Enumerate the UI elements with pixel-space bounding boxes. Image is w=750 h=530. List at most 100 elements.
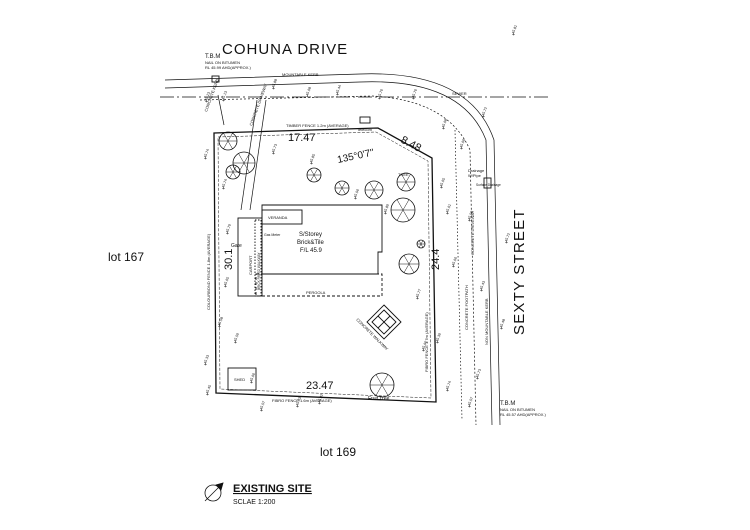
pergola-label: PERGOLA [306, 290, 326, 295]
spot-level-value: 45.60 [249, 373, 256, 383]
spot-level-value: 45.77 [415, 289, 422, 299]
spot-mark: + [234, 340, 237, 346]
spot-level-value: 45.82 [317, 394, 324, 404]
spot-level: +45.72 [504, 233, 511, 246]
tree-symbol [396, 172, 416, 192]
tree-branch [401, 174, 411, 190]
tree-branch [229, 165, 237, 179]
kerb-line-inner [164, 81, 493, 426]
fence-lines [217, 131, 432, 399]
road-lines [160, 73, 550, 426]
fence-west: COLOURBOND FENCE 1.8m (AVERAGE) [206, 233, 211, 310]
paved-walkway [254, 219, 262, 297]
tree-symbol [364, 180, 384, 200]
spot-mark: + [468, 404, 471, 410]
spot-mark: + [204, 362, 207, 368]
spot-level-value: 45.57 [467, 397, 474, 407]
spot-mark: + [446, 211, 449, 217]
spot-mark: + [222, 186, 225, 192]
kerb-line [164, 73, 501, 426]
dim-south: 23.47 [306, 380, 334, 392]
title-main: EXISTING SITE [233, 483, 312, 495]
tree-branch [238, 153, 250, 173]
shed-label: SHED [234, 377, 245, 382]
spot-level-value: 45.72 [481, 107, 488, 117]
water-tank [366, 304, 402, 340]
house-line3: F/L 45.9 [300, 248, 322, 254]
tree-symbol [225, 164, 241, 180]
spot-mark: + [205, 99, 208, 105]
fence-line [217, 131, 432, 399]
spot-level-value: 45.23 [204, 92, 211, 102]
tank-cross [377, 315, 391, 329]
spot-mark: + [412, 96, 415, 102]
tree-branch [223, 133, 233, 149]
spot-level: +45.65 [439, 178, 446, 191]
spot-mark: + [460, 146, 463, 152]
tbm-marker [211, 75, 220, 83]
house [211, 75, 492, 391]
spot-level-value: 45.74 [445, 381, 452, 391]
spot-mark: + [336, 92, 339, 98]
spot-level-value: 45.33 [203, 355, 210, 365]
spot-level-value: 45.88 [271, 79, 278, 89]
spot-mark: + [222, 98, 225, 104]
spot-level-value: 45.39 [435, 333, 442, 343]
fence-north: TIMBER FENCE 1.2m (AVERAGE) [286, 123, 349, 128]
tree-symbol [232, 151, 256, 175]
gate-label: Gate [231, 243, 242, 249]
site-boundary [213, 127, 437, 403]
spot-level-value: 45.68 [441, 119, 448, 129]
tree-symbol [398, 253, 420, 275]
spot-mark: + [318, 401, 321, 407]
spot-mark: + [260, 408, 263, 414]
spot-level: +45.85 [309, 154, 316, 167]
spot-mark: + [452, 264, 455, 270]
veranda-label: VERANDA [268, 215, 288, 220]
spot-level: +45.13 [221, 91, 228, 104]
tree-branch [418, 240, 424, 248]
tree-symbol [218, 131, 238, 151]
tbm-bottom-line2: RL 45.57 AHD(APPROX.) [500, 412, 547, 417]
tree-branch [369, 182, 379, 198]
spot-mark: + [378, 96, 381, 102]
spot-mark: + [440, 185, 443, 191]
verge-line [454, 129, 463, 421]
spot-level: +45.33 [203, 355, 210, 368]
spot-level: +45.74 [221, 179, 228, 192]
spot-level: +45.44 [335, 85, 342, 98]
spot-level-value: 45.85 [309, 154, 316, 164]
spot-mark: + [436, 340, 439, 346]
tree-symbol [416, 239, 426, 249]
spot-level: +45.88 [271, 79, 278, 92]
tbm-top: T.B.M NAIL ON BITUMEN RL 45.99 AHD(APPRO… [205, 54, 252, 70]
surface-label: Surface Drainage [476, 183, 501, 187]
spot-level-value: 45.70 [411, 89, 418, 99]
tbm-bottom-title: T.B.M [500, 401, 515, 407]
spot-level: +45.65 [223, 277, 230, 290]
spot-mark: + [204, 156, 207, 162]
spot-level: +45.55 [467, 211, 474, 224]
tree-branch [403, 255, 415, 273]
spot-mark: + [442, 126, 445, 132]
spot-level: +45.72 [481, 107, 488, 120]
driveway-line [249, 99, 267, 211]
spot-mark: + [306, 94, 309, 100]
tree-branch [310, 168, 318, 182]
spot-level: +45.68 [441, 119, 448, 132]
spot-mark: + [505, 240, 508, 246]
spot-level-value: 45.81 [511, 25, 518, 35]
spot-mark: + [500, 326, 503, 332]
drainage-pit [483, 177, 492, 189]
house-line2: Brick&Tile [297, 240, 324, 246]
spot-level-value: 45.48 [499, 319, 506, 329]
north-arrow-circle [204, 484, 222, 502]
fence-east: FIBRO FENCE 1.7m (AVERAGE) [424, 312, 429, 372]
driveway-line [217, 94, 225, 126]
spot-level: +45.70 [411, 89, 418, 102]
tbm-top-title: T.B.M [205, 54, 220, 60]
tbm-top-line2: RL 45.99 AHD(APPROX.) [205, 65, 252, 70]
tbm-bottom: T.B.M NAIL ON BITUMEN RL 45.57 AHD(APPRO… [500, 401, 547, 417]
spot-level-value: 45.44 [335, 85, 342, 95]
tbm-bottom-line1: NAIL ON BITUMEN [500, 407, 535, 412]
